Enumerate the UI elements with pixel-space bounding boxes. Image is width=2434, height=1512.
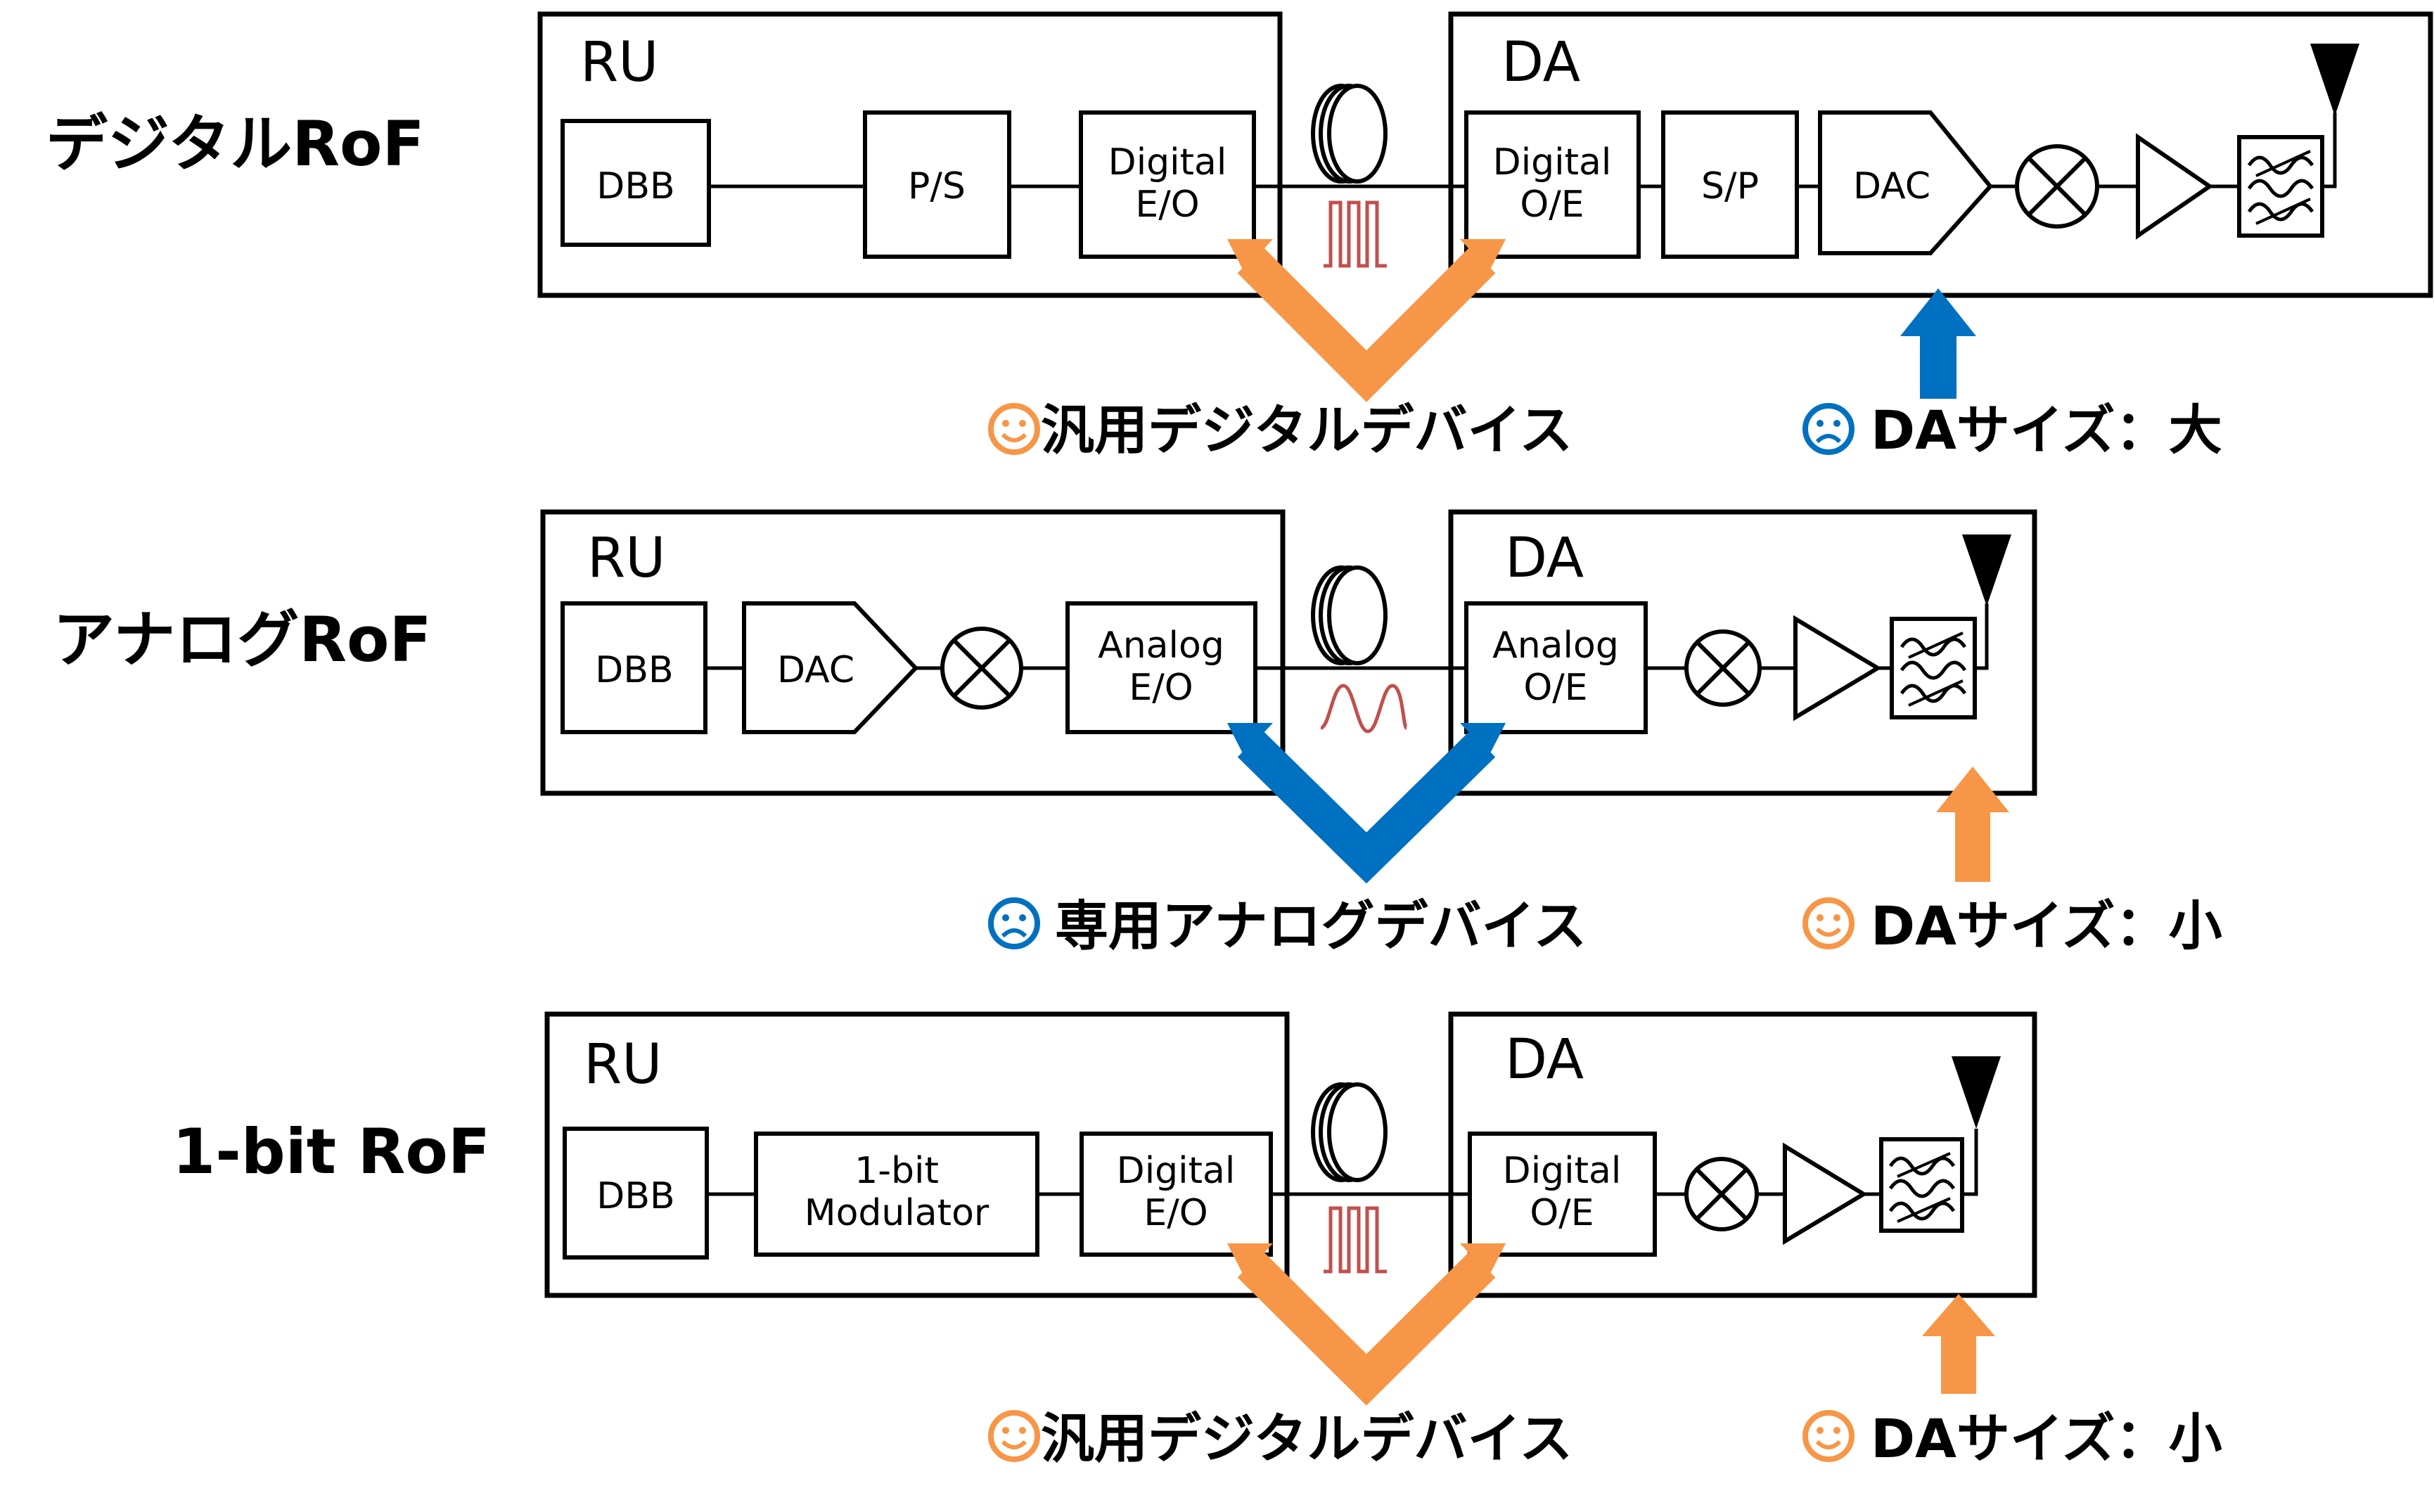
row-title-1bit-rof: 1-bit RoF: [172, 1115, 490, 1188]
mixer-icon: [2015, 144, 2099, 229]
dac-label: DAC: [777, 649, 854, 691]
orange-up-arrow: [1936, 767, 2009, 882]
sp-block: [1661, 110, 1799, 259]
pulse-train-icon: [1324, 1206, 1387, 1274]
row-title-digital-rof: デジタルRoF: [46, 108, 425, 180]
antenna-icon: [2310, 44, 2359, 116]
da-label: DA: [1505, 527, 1584, 590]
analog-oe-block: [1464, 601, 1648, 734]
dbb-label: DBB: [596, 165, 674, 207]
fiber-spool-icon: [1311, 1082, 1388, 1182]
smile-icon: [1802, 1410, 1855, 1462]
antenna-icon: [1962, 534, 2011, 606]
pulse-train-icon: [1324, 200, 1387, 268]
digital-oe-block: [1468, 1132, 1657, 1257]
smile-icon: [1802, 897, 1855, 949]
digital-oe-block: [1464, 110, 1641, 259]
ru-label: RU: [584, 1033, 662, 1096]
blue-up-arrow: [1900, 288, 1976, 399]
analog-eo-block: [1065, 601, 1257, 734]
row-title-analog-rof: アナログRoF: [53, 603, 432, 676]
frown-icon: [988, 897, 1040, 949]
dbb-label: DBB: [596, 1175, 674, 1217]
smile-icon: [988, 1410, 1040, 1462]
amplifier-icon: [2136, 133, 2214, 240]
dbb-label: DBB: [595, 649, 673, 691]
dac-label: DAC: [1853, 165, 1930, 207]
orange-v-arrow: [1237, 1251, 1496, 1406]
filter-icon: [1890, 617, 1977, 719]
ps-label: P/S: [908, 165, 966, 207]
mixer-icon: [940, 627, 1023, 710]
1bit-modulator-block: [754, 1132, 1039, 1257]
amplifier-icon: [1793, 615, 1882, 722]
ps-block: [863, 110, 1011, 259]
orange-up-arrow: [1922, 1294, 1995, 1394]
dbb-block: [561, 601, 707, 734]
ru-label: RU: [580, 31, 658, 94]
da-label: DA: [1501, 31, 1580, 94]
note-da-size-small: DAサイズ：小: [1871, 895, 2222, 957]
dac-block: [1818, 110, 1993, 255]
ru-label: RU: [587, 527, 665, 590]
filter-icon: [2237, 135, 2324, 238]
frown-icon: [1802, 403, 1855, 455]
sp-label: S/P: [1701, 165, 1759, 207]
orange-v-arrow: [1237, 247, 1496, 402]
dac-block: [742, 601, 919, 734]
note-da-size-small: DAサイズ：小: [1871, 1407, 2222, 1470]
antenna-icon: [1952, 1056, 2001, 1129]
blue-v-arrow: [1237, 731, 1496, 884]
digital-eo-block: [1079, 110, 1256, 259]
dbb-block: [563, 1127, 709, 1260]
amplifier-icon: [1783, 1142, 1868, 1245]
dbb-block: [561, 119, 711, 247]
da-label: DA: [1505, 1028, 1584, 1091]
fiber-spool-icon: [1311, 565, 1388, 665]
digital-eo-block: [1080, 1132, 1273, 1257]
note-general-digital-devices: 汎用デジタルデバイス: [1041, 399, 1573, 461]
fiber-spool-icon: [1311, 84, 1388, 184]
mixer-icon: [1684, 1157, 1759, 1231]
sine-wave-icon: [1319, 684, 1409, 733]
mixer-icon: [1684, 629, 1762, 707]
note-da-size-large: DAサイズ：大: [1871, 399, 2222, 461]
note-general-digital-devices: 汎用デジタルデバイス: [1041, 1407, 1573, 1470]
filter-icon: [1879, 1137, 1964, 1233]
note-dedicated-analog-devices: 専用アナログデバイス: [1055, 895, 1587, 957]
smile-icon: [988, 403, 1040, 455]
